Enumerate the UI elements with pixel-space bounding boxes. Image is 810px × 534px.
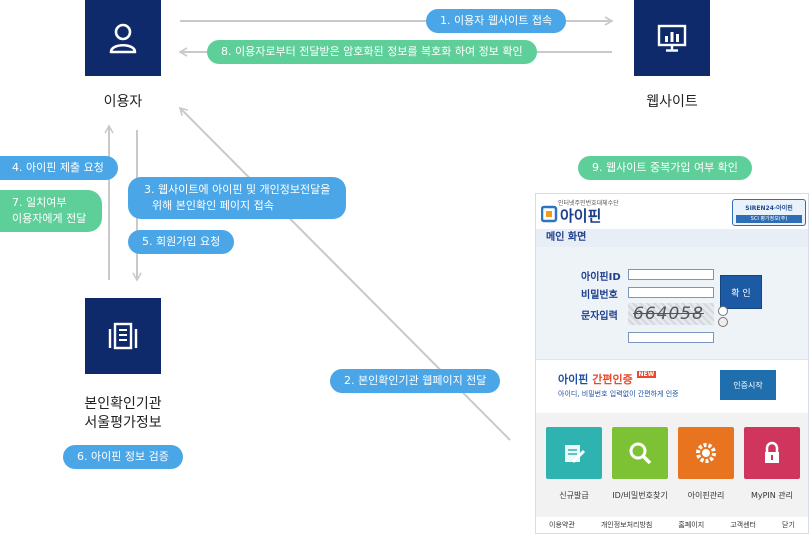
tile-find-id[interactable]: [612, 427, 668, 479]
password-input[interactable]: [628, 287, 714, 298]
footer-home-link[interactable]: 홈페이지: [678, 521, 705, 529]
document-pencil-icon: [565, 445, 586, 464]
step-7-line1: 7. 일치여부: [12, 196, 67, 209]
login-form: 아이핀ID 비밀번호 확 인 문자입력 664058: [536, 247, 808, 359]
tile-manage-label: 아이핀관리: [687, 491, 725, 500]
tile-mypin-label: MyPIN 관리: [750, 491, 794, 500]
ipin-logo-text: 아이핀: [560, 207, 602, 225]
website-node: [634, 0, 710, 76]
gear-icon: [696, 443, 716, 463]
footer-close-link[interactable]: 닫기: [782, 521, 795, 529]
easy-auth-title: 아이핀 간편인증 NEW: [558, 371, 657, 387]
monitor-chart-icon: [657, 24, 687, 52]
captcha-text: 664058: [633, 304, 704, 324]
ipin-footer: 이용약관 개인정보처리방침 홈페이지 고객센터 닫기: [536, 517, 808, 533]
ipin-screen: 인터넷주민번호대체수단 아이핀 SIREN24·아이핀 SCI 평가정보(주) …: [535, 193, 809, 534]
new-badge: NEW: [636, 371, 657, 378]
id-label: 아이핀ID: [581, 272, 621, 283]
easy-auth-start-button[interactable]: 인증시작: [720, 370, 776, 400]
siren-badge-bottom: SCI 평가정보(주): [736, 215, 802, 223]
login-button[interactable]: 확 인: [720, 275, 762, 309]
pw-label: 비밀번호: [581, 290, 618, 301]
step-3-line2: 위해 본인확인 페이지 접속: [152, 199, 274, 212]
easy-auth-desc: 아이디, 비밀번호 입력없이 간편하게 인증: [558, 390, 679, 398]
step-7-line2: 이용자에게 전달: [12, 212, 87, 225]
building-icon: [108, 322, 138, 350]
verifier-node: [85, 298, 161, 374]
ipin-header: 인터넷주민번호대체수단 아이핀 SIREN24·아이핀 SCI 평가정보(주): [536, 194, 808, 229]
ipin-main-title: 메인 화면: [536, 229, 808, 247]
audio-icon[interactable]: [718, 317, 728, 327]
website-label: 웹사이트: [646, 94, 698, 110]
ipin-tagline: 인터넷주민번호대체수단: [558, 200, 619, 207]
user-label: 이용자: [103, 94, 143, 110]
step-9-pill: 9. 웹사이트 중복가입 여부 확인: [578, 156, 752, 180]
footer-support-link[interactable]: 고객센터: [730, 521, 756, 529]
id-input[interactable]: [628, 269, 714, 280]
magnifier-icon: [629, 442, 652, 465]
step-3-pill: 3. 웹사이트에 아이핀 및 개인정보전달을 위해 본인확인 페이지 접속: [128, 177, 347, 219]
footer-privacy-link[interactable]: 개인정보처리방침: [600, 521, 653, 529]
ipin-logo-icon: [541, 205, 558, 223]
captcha-image: 664058: [628, 303, 714, 325]
captcha-input[interactable]: [628, 332, 714, 343]
footer-terms-link[interactable]: 이용약관: [549, 521, 575, 529]
step-6-pill: 6. 아이핀 정보 검증: [63, 445, 183, 469]
verifier-label: 본인확인기관 서울평가정보: [55, 395, 191, 433]
step-8-pill: 8. 이용자로부터 전달받은 암호화된 정보를 복호화 하여 정보 확인: [207, 40, 537, 64]
step-4-pill: 4. 아이핀 제출 요청: [0, 156, 118, 180]
tile-new-issue[interactable]: [546, 427, 602, 479]
siren-badge-top: SIREN24·아이핀: [745, 205, 793, 212]
user-node: [85, 0, 161, 76]
step-1-pill: 1. 이용자 웹사이트 접속: [426, 9, 567, 33]
tile-manage[interactable]: [678, 427, 734, 479]
easy-auth-title-prefix: 아이핀: [558, 373, 589, 386]
easy-auth-title-suffix: 간편인증: [588, 373, 633, 386]
verifier-label-line2: 서울평가정보: [84, 415, 162, 431]
tile-mypin[interactable]: [744, 427, 800, 479]
menu-tiles: 신규발급 ID/비밀번호찾기 아이핀관리 MyPIN 관리: [536, 413, 808, 517]
step-7-pill: 7. 일치여부 이용자에게 전달: [0, 190, 103, 232]
tile-new-issue-label: 신규발급: [559, 491, 589, 500]
tile-find-id-label: ID/비밀번호찾기: [612, 491, 668, 500]
siren-badge: SIREN24·아이핀 SCI 평가정보(주): [732, 199, 806, 226]
step-3-line1: 3. 웹사이트에 아이핀 및 개인정보전달을: [144, 183, 331, 196]
refresh-icon[interactable]: [718, 306, 728, 316]
captcha-label: 문자입력: [581, 311, 618, 322]
easy-auth-section: 아이핀 간편인증 NEW 아이디, 비밀번호 입력없이 간편하게 인증 인증시작: [536, 359, 808, 412]
verifier-label-line1: 본인확인기관: [84, 396, 162, 412]
lock-icon: [765, 441, 779, 463]
step-2-pill: 2. 본인확인기관 웹페이지 전달: [330, 369, 501, 393]
user-icon: [109, 23, 137, 54]
step-5-pill: 5. 회원가입 요청: [128, 230, 235, 254]
